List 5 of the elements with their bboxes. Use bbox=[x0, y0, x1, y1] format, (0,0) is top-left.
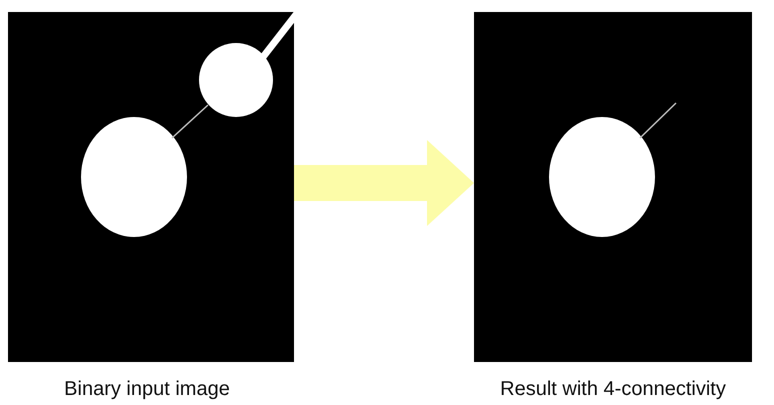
block-arrow bbox=[294, 140, 474, 226]
image-caption: Binary input image bbox=[64, 378, 230, 401]
image-caption: Result with 4-connectivity bbox=[500, 378, 726, 401]
binary-image bbox=[8, 12, 294, 362]
binary-image bbox=[474, 12, 752, 362]
